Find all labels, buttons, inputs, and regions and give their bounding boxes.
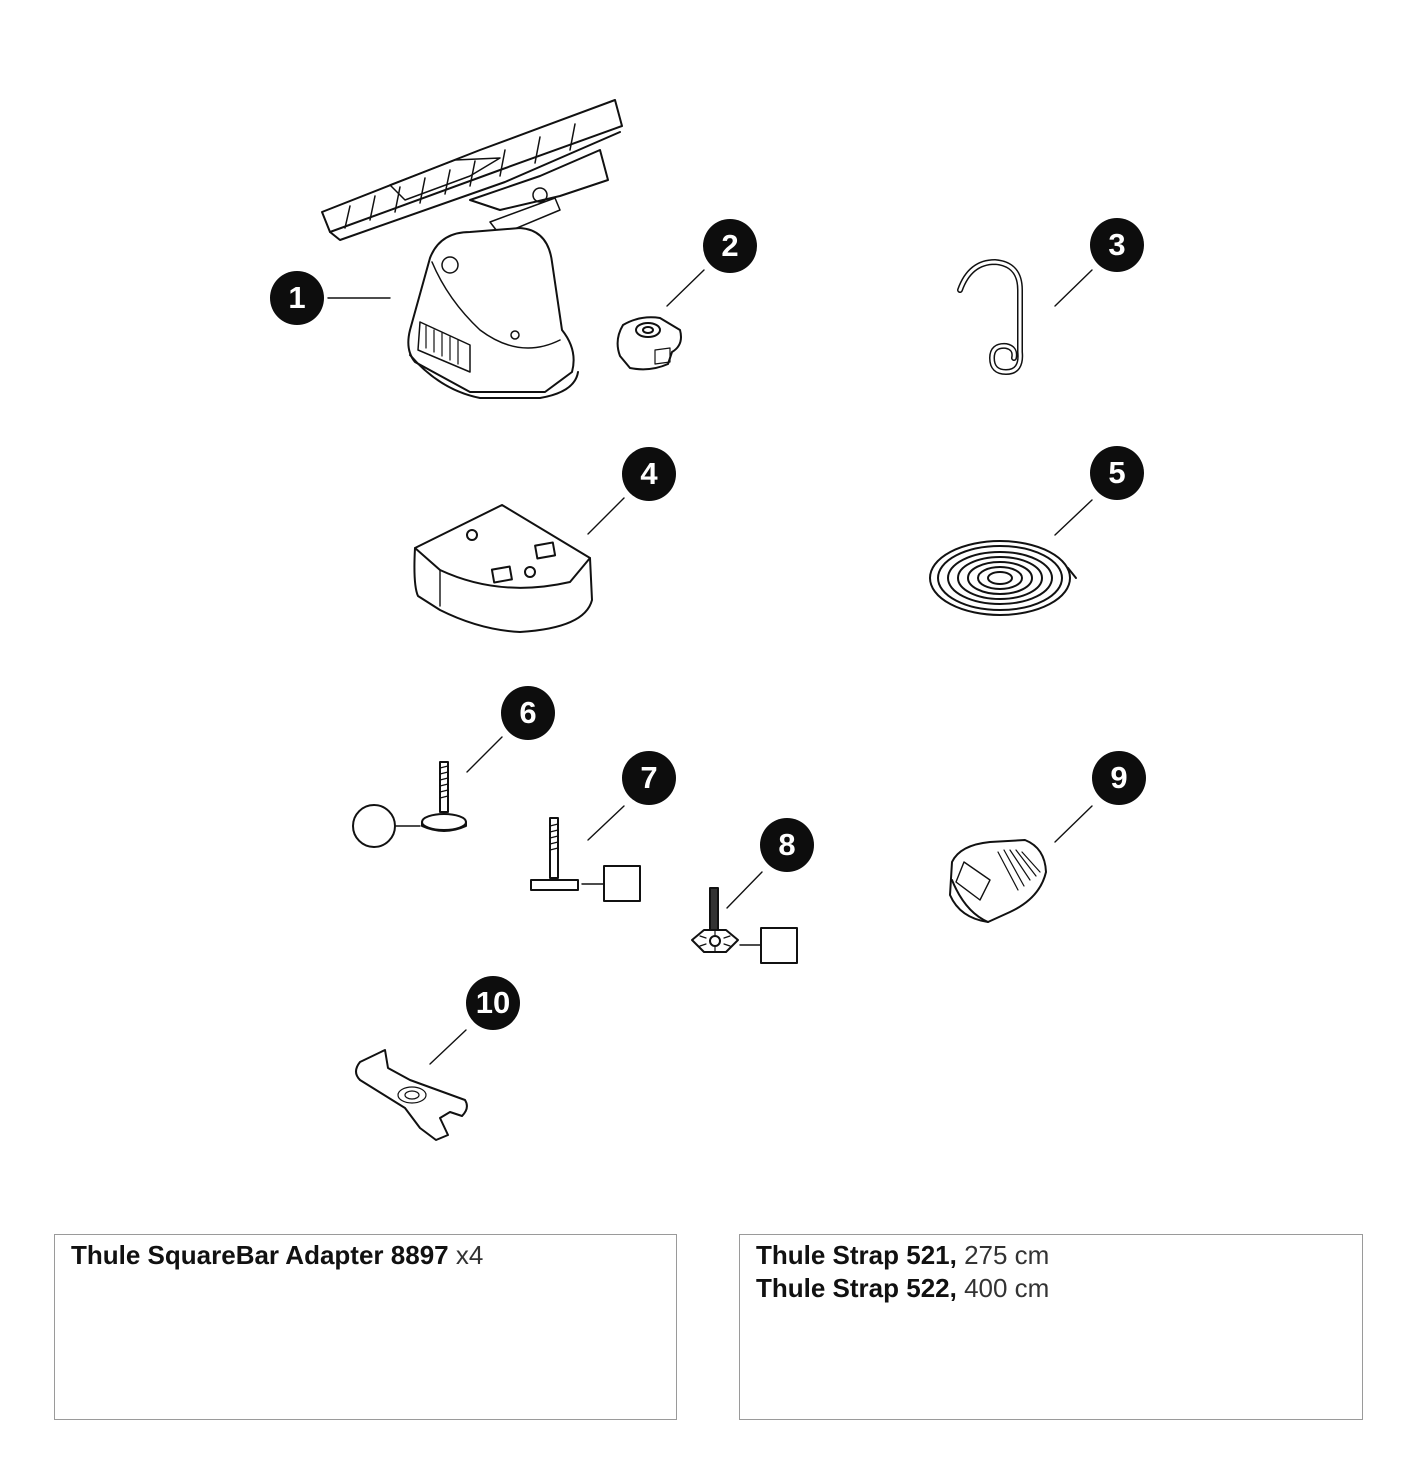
part-1-saddle-carrier — [321, 99, 623, 399]
part-6-round-bolt — [421, 761, 467, 832]
part-8-washer-bolt — [691, 887, 739, 953]
part-4-base-pad — [413, 504, 593, 633]
strap-521-name: Thule Strap 521, — [756, 1240, 957, 1270]
callout-8: 8 — [760, 818, 814, 872]
part-3-hook — [957, 259, 1024, 375]
strap-line-1: Thule Strap 521, 275 cm — [756, 1239, 1049, 1272]
part-2-knob — [616, 316, 682, 371]
callout-4: 4 — [622, 447, 676, 501]
part-8-square-marker — [760, 927, 798, 964]
callout-9: 9 — [1092, 751, 1146, 805]
callout-1: 1 — [270, 271, 324, 325]
callout-3: 3 — [1090, 218, 1144, 272]
strap-line-2: Thule Strap 522, 400 cm — [756, 1272, 1049, 1305]
part-7-square-marker — [603, 865, 641, 902]
part-10-wrench — [355, 1049, 468, 1141]
strap-522-name: Thule Strap 522, — [756, 1273, 957, 1303]
squarebar-adapter-qty: x4 — [455, 1240, 484, 1270]
part-5-rubber-coil — [929, 540, 1077, 616]
part-7-square-bolt — [530, 817, 579, 891]
squarebar-adapter-box — [54, 1234, 677, 1420]
callout-5: 5 — [1090, 446, 1144, 500]
part-6-round-marker — [352, 804, 396, 848]
strap-521-length: 275 cm — [964, 1240, 1050, 1270]
callout-10: 10 — [466, 976, 520, 1030]
part-9-end-cap — [949, 839, 1047, 923]
callout-6: 6 — [501, 686, 555, 740]
squarebar-adapter-title: Thule SquareBar Adapter 8897 x4 — [71, 1239, 483, 1272]
squarebar-adapter-name: Thule SquareBar Adapter 8897 — [71, 1240, 449, 1270]
callout-2: 2 — [703, 219, 757, 273]
callout-7: 7 — [622, 751, 676, 805]
strap-522-length: 400 cm — [964, 1273, 1050, 1303]
strap-box — [739, 1234, 1363, 1420]
